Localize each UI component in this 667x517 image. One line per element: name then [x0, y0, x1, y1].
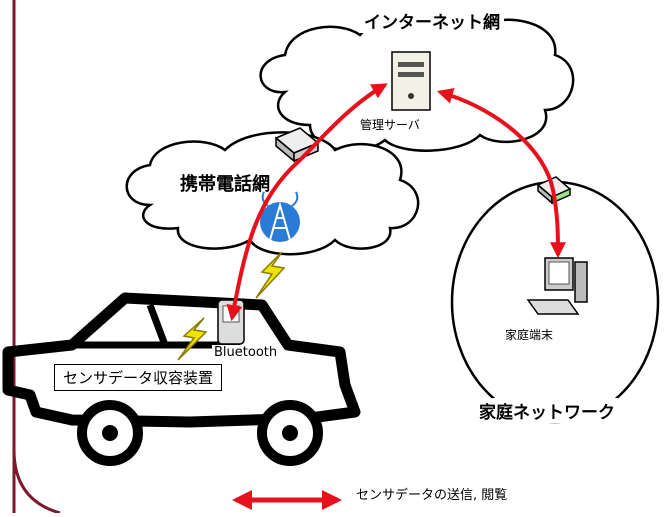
- legend-label: センサデータの送信, 閲覧: [356, 488, 508, 503]
- sensor-device-label: センサデータ収容装置: [54, 364, 223, 391]
- car-wheel-hub-right: [282, 425, 298, 441]
- bluetooth-label: Bluetooth: [212, 345, 280, 360]
- lightning-icon-2: [177, 317, 208, 361]
- internet-label: インターネット網: [360, 8, 504, 33]
- server-label: 管理サーバ: [360, 118, 420, 132]
- home-terminal-label: 家庭端末: [505, 328, 554, 342]
- mobile-network-label: 携帯電話網: [180, 174, 270, 195]
- home-network-label: 家庭ネットワーク: [476, 398, 618, 423]
- lightning-icon: [255, 251, 286, 299]
- server-icon: [391, 51, 431, 111]
- arrow-car-to-server: [226, 83, 388, 322]
- car-wheel-hub-left: [102, 425, 118, 441]
- phone-icon: [217, 299, 245, 345]
- arrow-server-to-terminal: [436, 88, 566, 259]
- frame-curve: [12, 449, 61, 515]
